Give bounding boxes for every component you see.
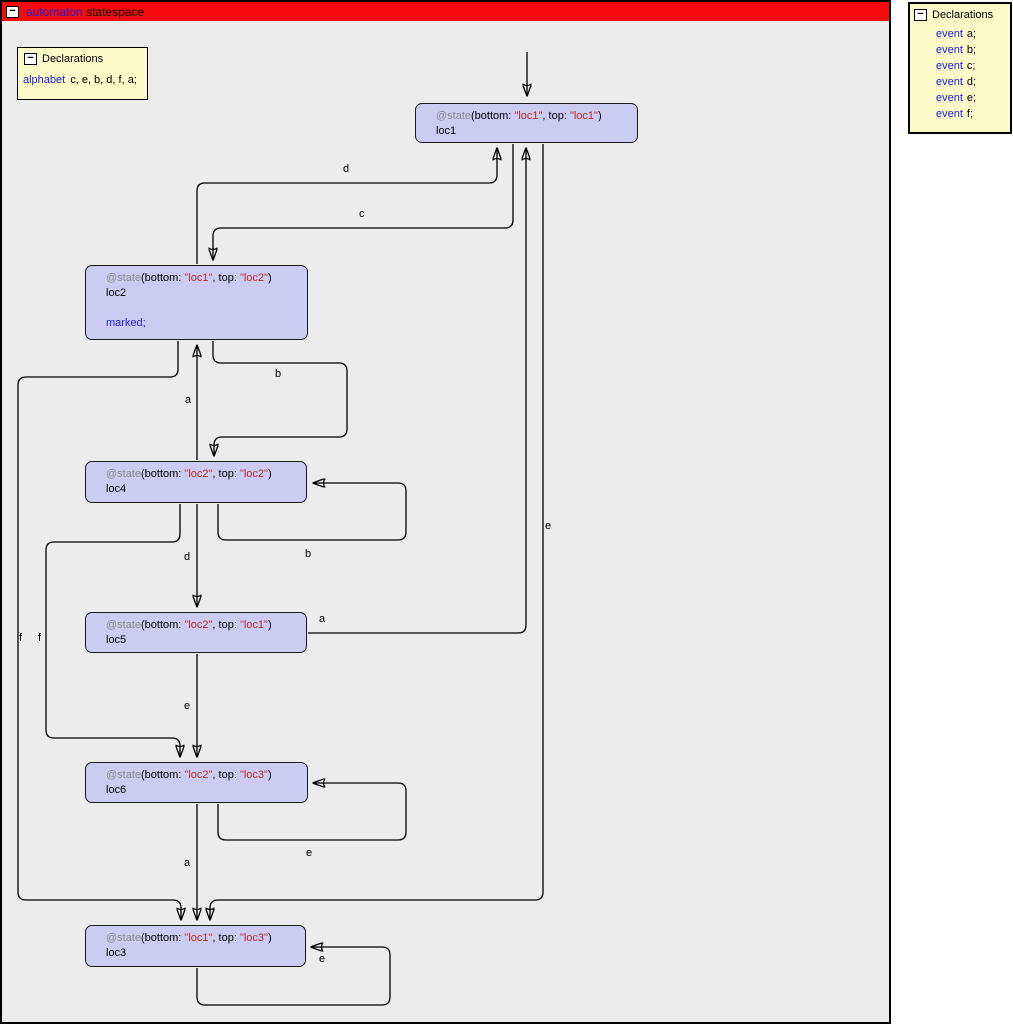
state-name: loc3 [106,947,127,959]
edge-loc6-self-loop [217,783,407,841]
collapse-events-button[interactable]: − [914,9,927,21]
state-name: loc4 [106,483,127,495]
state-name: loc2 [106,287,127,299]
event-keyword: event [936,108,963,120]
alphabet-declarations-panel: − Declarations alphabet c, e, b, d, f, a… [17,47,148,100]
edge-loc2-to-loc1 [196,148,497,264]
edge-loc5-to-loc1 [308,148,526,634]
edge-loc2-to-loc3 [17,341,181,920]
event-keyword: event [936,60,963,72]
titlebar: − automaton statespace [2,2,889,21]
event-keyword: event [936,28,963,40]
edge-loc4-to-loc6 [45,504,180,757]
event-name: c; [966,60,976,72]
edge-label-loc5-to-loc1: a [319,613,326,625]
alphabet-declarations-header: − Declarations [18,48,147,66]
edge-label-loc4-to-loc6: f [38,632,42,644]
state-annotation: @state(bottom: "loc2", top: "loc2") [106,468,272,480]
state-marked-flag: marked; [106,317,146,329]
state-loc6[interactable]: @state(bottom: "loc2", top: "loc3") loc6 [85,762,308,803]
alphabet-declarations-title: Declarations [42,53,104,65]
edge-label-loc2-to-loc3: f [19,632,23,644]
edges-layer [17,52,544,1006]
state-annotation: @state(bottom: "loc2", top: "loc1") [106,619,272,631]
event-name: d; [966,76,977,88]
events-declarations-title: Declarations [932,9,994,21]
state-annotation: @state(bottom: "loc1", top: "loc1") [436,110,602,122]
window-title: automaton statespace [26,5,144,19]
event-keyword: event [936,92,963,104]
state-name: loc5 [106,634,127,646]
edge-label-loc2-to-loc1: d [343,163,350,175]
edge-label-loc4-to-loc5: d [184,551,191,563]
collapse-alphabet-button[interactable]: − [24,53,37,65]
edge-label-loc1-to-loc2: c [359,208,365,220]
state-loc2[interactable]: @state(bottom: "loc1", top: "loc2") loc2… [85,265,308,340]
state-annotation: @state(bottom: "loc2", top: "loc3") [106,769,272,781]
event-name: f; [966,108,974,120]
edge-label-loc2-to-loc4: b [275,368,282,380]
statespace-window: − automaton statespace − Declarations al… [0,0,891,1024]
state-annotation: @state(bottom: "loc1", top: "loc2") [106,272,272,284]
edge-label-loc5-to-loc6: e [184,700,191,712]
edge-loc4-self-loop [217,483,407,541]
alphabet-value: c, e, b, d, f, a; [70,74,137,86]
state-name: loc1 [436,125,457,137]
window-title-keyword: automaton [26,4,83,19]
state-loc3[interactable]: @state(bottom: "loc1", top: "loc3") loc3 [85,925,306,967]
alphabet-line: alphabet c, e, b, d, f, a; [18,66,147,86]
edge-loc3-self-loop [196,947,391,1006]
collapse-window-button[interactable]: − [6,5,19,18]
state-annotation: @state(bottom: "loc1", top: "loc3") [106,932,272,944]
event-name: a; [966,28,977,40]
edge-label-loc6-self-loop: e [306,847,313,859]
state-name: loc6 [106,784,127,796]
edge-label-loc4-to-loc2: a [185,394,192,406]
edge-label-loc6-to-loc3: a [184,857,191,869]
alphabet-keyword: alphabet [23,74,66,86]
state-loc4[interactable]: @state(bottom: "loc2", top: "loc2") loc4 [85,461,307,503]
event-keyword: event [936,44,963,56]
edge-label-loc1-to-loc3: e [545,520,552,532]
state-loc5[interactable]: @state(bottom: "loc2", top: "loc1") loc5 [85,612,307,653]
edge-loc2-to-loc4 [213,341,348,456]
event-keyword: event [936,76,963,88]
state-loc1[interactable]: @state(bottom: "loc1", top: "loc1") loc1 [415,103,638,143]
edge-loc1-to-loc2 [213,144,514,260]
window-title-name: statespace [86,4,145,19]
event-name: b; [966,44,977,56]
events-declarations-header: − Declarations [908,2,1012,22]
event-name: e; [966,92,977,104]
edge-loc1-to-loc3 [210,144,544,920]
edge-label-loc3-self-loop: e [319,953,326,965]
edge-label-loc4-self-loop: b [305,548,312,560]
